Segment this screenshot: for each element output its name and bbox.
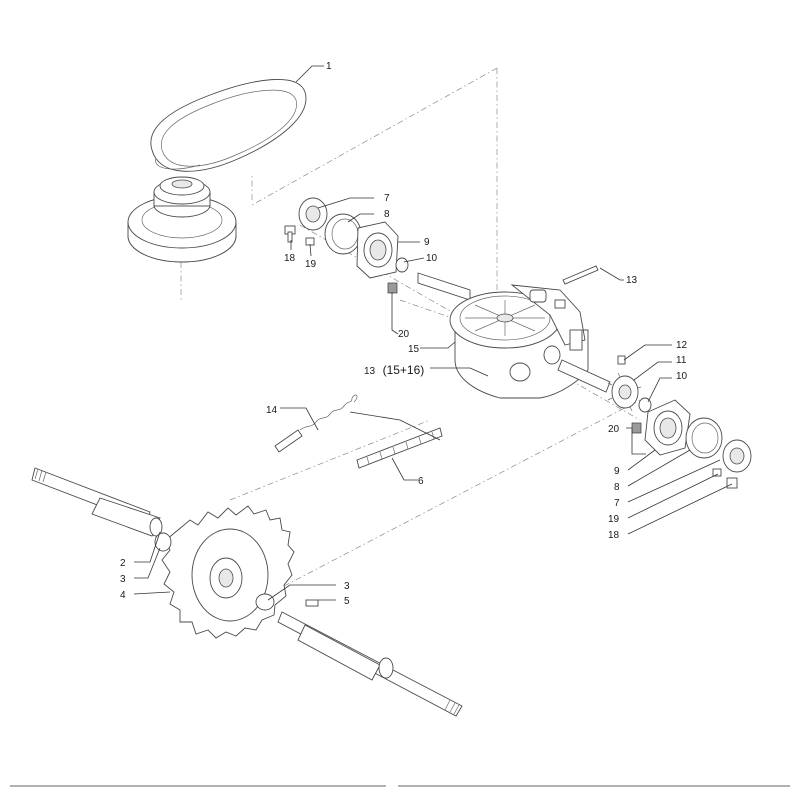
left-axle (31, 467, 163, 537)
callout-6: 6 (418, 476, 424, 487)
callout-8-upper: 8 (384, 209, 390, 220)
callout-3-left: 3 (120, 574, 126, 585)
leader-lines (133, 65, 733, 601)
upper-bearing-assembly (284, 197, 409, 294)
callout-14: 14 (266, 405, 278, 416)
callout-10-lower: 10 (676, 371, 688, 382)
callout-11: 11 (676, 355, 687, 366)
callout-3-right: 3 (344, 581, 350, 592)
callout-2: 2 (120, 558, 126, 569)
axle-sprocket (154, 505, 319, 639)
tension-spring (274, 394, 358, 453)
callout-15: 15 (408, 344, 420, 355)
lower-bearing-assembly (607, 355, 752, 489)
callout-13-gearbox: 13 (15+16) (364, 361, 424, 378)
gearbox-housing (417, 272, 611, 399)
callout-18-lower: 18 (608, 530, 620, 541)
callout-1: 1 (326, 61, 332, 72)
callout-9-lower: 9 (614, 466, 620, 477)
drive-chain (356, 427, 443, 469)
callout-12: 12 (676, 340, 688, 351)
right-axle (277, 611, 463, 717)
callout-8-lower: 8 (614, 482, 620, 493)
callout-19-upper: 19 (305, 259, 317, 270)
callout-20-lower: 20 (608, 424, 620, 435)
callout-7-upper: 7 (384, 193, 390, 204)
callout-13-pin: 13 (626, 275, 638, 286)
callout-7-lower: 7 (614, 498, 620, 509)
callout-4: 4 (120, 590, 126, 601)
v-belt (150, 78, 307, 172)
callout-9-upper: 9 (424, 237, 430, 248)
callout-18-upper: 18 (284, 253, 296, 264)
roll-pin (562, 265, 599, 285)
small-gear (607, 372, 642, 412)
pulley (127, 176, 237, 263)
callout-20-upper: 20 (398, 329, 410, 340)
callout-19-lower: 19 (608, 514, 620, 525)
callout-10-upper: 10 (426, 253, 438, 264)
callout-labels: 1 7 8 9 10 18 19 20 15 13 12 11 10 13 (1… (120, 61, 688, 607)
callout-5: 5 (344, 596, 350, 607)
